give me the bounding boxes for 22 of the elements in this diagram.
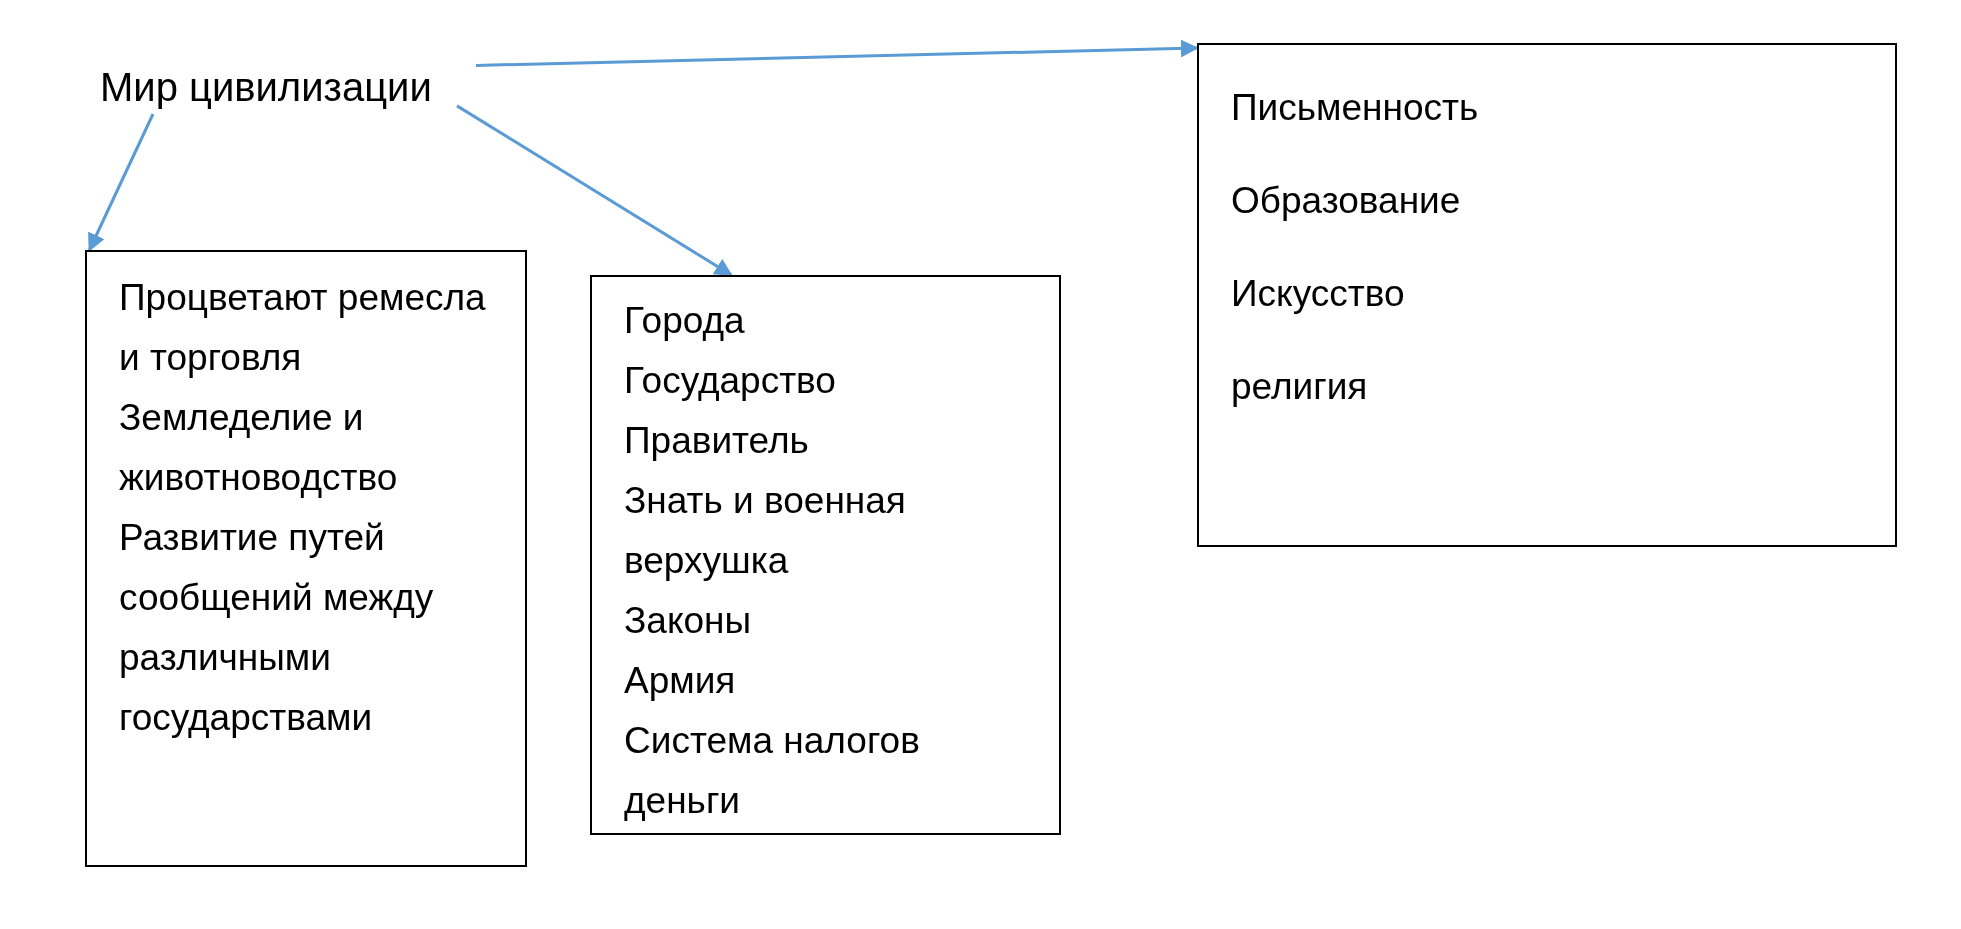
arrow xyxy=(456,104,733,277)
list-item: деньги xyxy=(624,779,741,823)
list-item: Искусство xyxy=(1231,272,1405,316)
list-item: Знать и военная верхушка xyxy=(624,479,907,583)
arrow xyxy=(88,113,155,252)
list-item: Развитие путей сообщений между различными государствами xyxy=(119,516,435,740)
list-item: Города xyxy=(624,299,745,343)
arrow xyxy=(475,39,1199,67)
list-item: Государство xyxy=(624,359,836,403)
list-item: религия xyxy=(1231,365,1368,409)
list-item: Законы xyxy=(624,599,752,643)
list-item: Процветают ремесла и торговля xyxy=(119,276,487,380)
text-box xyxy=(1197,43,1897,547)
text-box xyxy=(590,275,1061,835)
text-box xyxy=(85,250,527,867)
list-item: Система налогов xyxy=(624,719,920,763)
list-item: Армия xyxy=(624,659,736,703)
list-item: Правитель xyxy=(624,419,809,463)
heading-text: Мир цивилизации xyxy=(100,64,432,110)
list-item: Земледелие и животноводство xyxy=(119,396,399,500)
list-item: Образование xyxy=(1231,179,1461,223)
list-item: Письменность xyxy=(1231,86,1479,130)
